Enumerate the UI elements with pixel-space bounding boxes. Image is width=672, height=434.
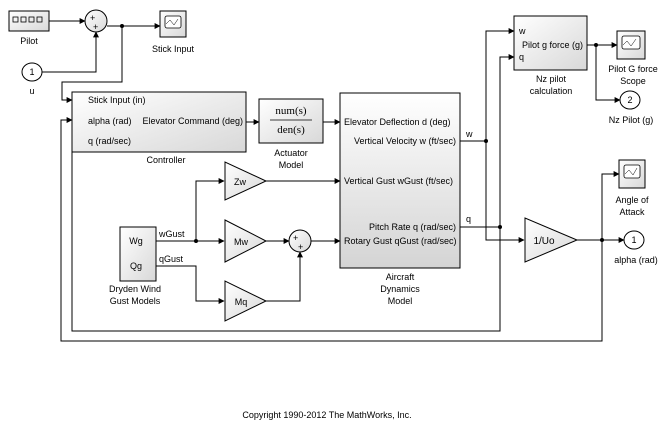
signal-label-wgust: wGust: [158, 229, 185, 239]
actuator-label-2: Model: [279, 160, 304, 170]
dryden-port-wg: Wg: [129, 236, 143, 246]
junction-dots: [120, 24, 604, 243]
controller-port-stick: Stick Input (in): [88, 95, 146, 105]
signal-label-q: q: [466, 214, 471, 224]
controller-label: Controller: [146, 155, 185, 165]
actuator-label-1: Actuator: [274, 148, 308, 158]
pilot-g-scope-label-1: Pilot G force: [608, 64, 658, 74]
pilot-block[interactable]: [8, 10, 50, 32]
pilot-label: Pilot: [20, 36, 38, 46]
sum1-sign-bottom: +: [93, 22, 98, 32]
outport-nz-pilot[interactable]: 2: [619, 90, 641, 110]
outport-nz-number: 2: [627, 95, 632, 105]
signal-label-qgust: qGust: [159, 254, 184, 264]
nz-port-w: w: [518, 26, 526, 36]
controller-block[interactable]: Stick Input (in) alpha (rad) q (rad/sec)…: [71, 91, 247, 153]
aircraft-port-w: Vertical Velocity w (ft/sec): [354, 136, 456, 146]
outport-alpha[interactable]: 1: [623, 230, 645, 250]
gain-1-over-uo[interactable]: 1/Uo: [524, 217, 579, 263]
nz-port-out: Pilot g force (g): [522, 40, 583, 50]
pilot-sum-block[interactable]: + +: [84, 9, 108, 33]
aoa-scope-label-2: Attack: [619, 207, 645, 217]
controller-port-elev: Elevator Command (deg): [142, 116, 243, 126]
signal-label-w: w: [465, 129, 473, 139]
nz-pilot-calc-block[interactable]: w Pilot g force (g) q: [513, 15, 588, 71]
nz-port-q: q: [519, 52, 524, 62]
gain-zw-label: Zw: [234, 177, 246, 187]
aircraft-dynamics-block[interactable]: Elevator Deflection d (deg) Vertical Vel…: [339, 92, 461, 269]
stick-input-scope[interactable]: [159, 10, 187, 38]
pilot-g-scope-label-2: Scope: [620, 76, 646, 86]
controller-port-alpha: alpha (rad): [88, 116, 132, 126]
aircraft-port-qgust: Rotary Gust qGust (rad/sec): [344, 236, 457, 246]
outport-alpha-label: alpha (rad): [614, 255, 658, 265]
aircraft-port-wgust: Vertical Gust wGust (ft/sec): [344, 176, 453, 186]
gain-mw[interactable]: Mw: [224, 219, 268, 263]
aircraft-label-2: Dynamics: [380, 284, 420, 294]
nz-calc-label-2: calculation: [530, 86, 573, 96]
dryden-port-qg: Qg: [130, 261, 142, 271]
actuator-block[interactable]: num(s) den(s): [258, 98, 324, 144]
nz-calc-label-1: Nz pilot: [536, 74, 567, 84]
dryden-gust-block[interactable]: Wg Qg: [119, 226, 157, 282]
dryden-label-2: Gust Models: [110, 296, 161, 306]
gust-sum-block[interactable]: + +: [288, 229, 312, 253]
actuator-numerator: num(s): [275, 105, 307, 117]
controller-port-q: q (rad/sec): [88, 136, 131, 146]
aircraft-label-1: Aircraft: [386, 272, 415, 282]
copyright-text: Copyright 1990-2012 The MathWorks, Inc.: [242, 410, 411, 420]
angle-of-attack-scope[interactable]: [618, 159, 646, 189]
outport-alpha-number: 1: [631, 235, 636, 245]
gain-mq-label: Mq: [235, 297, 248, 307]
outport-nz-label: Nz Pilot (g): [609, 115, 654, 125]
sum2-sign-bottom: +: [298, 242, 303, 252]
dryden-label-1: Dryden Wind: [109, 284, 161, 294]
aircraft-label-3: Model: [388, 296, 413, 306]
inport-u[interactable]: 1: [21, 62, 43, 82]
aircraft-port-q: Pitch Rate q (rad/sec): [369, 222, 456, 232]
gain-mq[interactable]: Mq: [224, 280, 268, 322]
aircraft-port-elev: Elevator Deflection d (deg): [344, 117, 451, 127]
gain-zw[interactable]: Zw: [224, 161, 268, 201]
aoa-scope-label-1: Angle of: [615, 195, 649, 205]
stick-input-scope-label: Stick Input: [152, 44, 195, 54]
sum1-sign-top: +: [90, 13, 95, 23]
gain-uo-label: 1/Uo: [533, 236, 555, 247]
sum2-sign-left: +: [293, 233, 298, 243]
actuator-denominator: den(s): [277, 124, 305, 136]
inport-u-label: u: [29, 86, 34, 96]
gain-mw-label: Mw: [234, 237, 248, 247]
pilot-g-scope[interactable]: [616, 30, 646, 60]
inport-u-number: 1: [29, 67, 34, 77]
